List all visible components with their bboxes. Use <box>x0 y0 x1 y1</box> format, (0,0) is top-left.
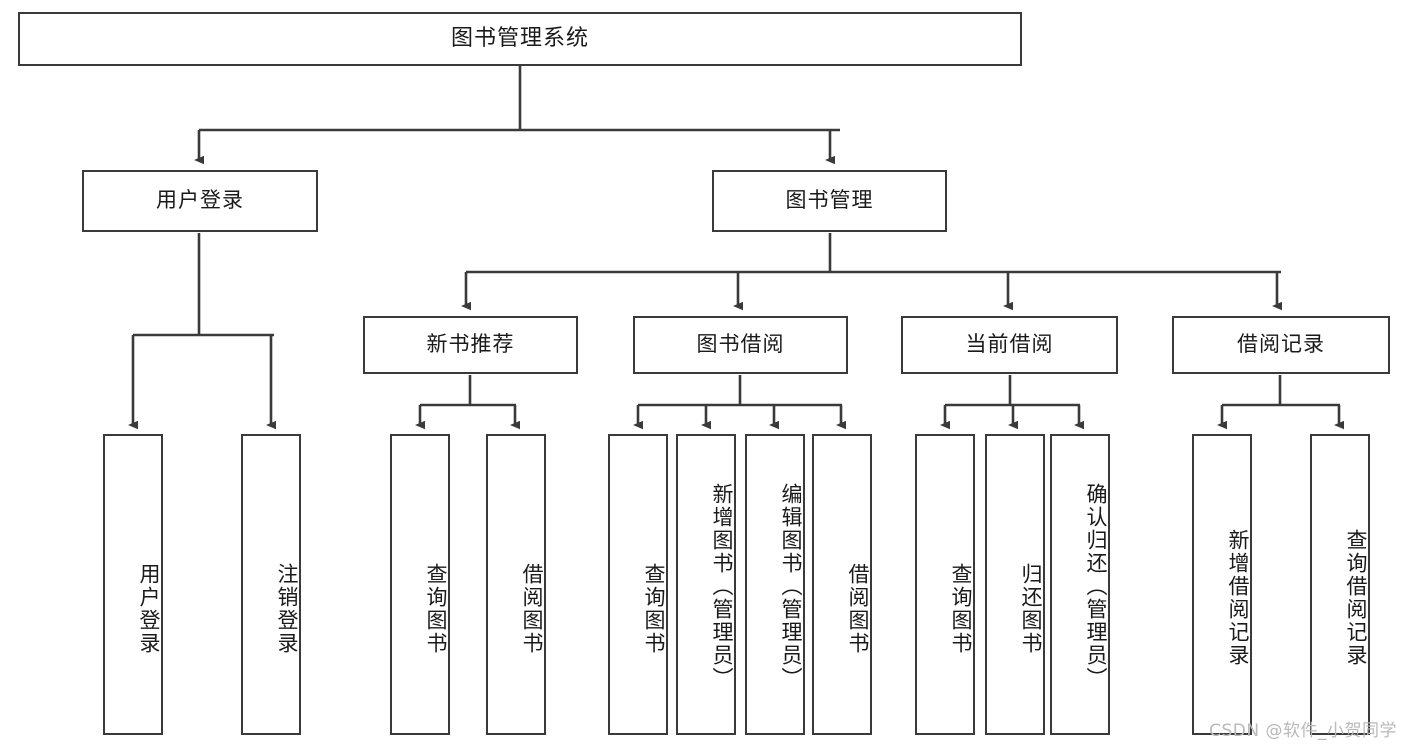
node-borrow-record[interactable]: 借阅记录 <box>1172 316 1390 374</box>
leaf-book-borrow-add-book-admin[interactable]: 新增图书（管理员） <box>676 434 736 735</box>
node-user-login[interactable]: 用户登录 <box>82 170 318 232</box>
node-book-borrow[interactable]: 图书借阅 <box>633 316 848 374</box>
leaf-new-book-query-books[interactable]: 查询图书 <box>390 434 450 735</box>
node-book-management[interactable]: 图书管理 <box>712 170 947 232</box>
node-new-book-recommendation[interactable]: 新书推荐 <box>363 316 578 374</box>
leaf-book-borrow-edit-book-admin[interactable]: 编辑图书（管理员） <box>745 434 805 735</box>
leaf-borrow-record-add-record[interactable]: 新增借阅记录 <box>1192 434 1252 735</box>
leaf-user-login-sign-in[interactable]: 用户登录 <box>103 434 163 735</box>
leaf-borrow-record-query-record[interactable]: 查询借阅记录 <box>1310 434 1370 735</box>
leaf-book-borrow-borrow-books[interactable]: 借阅图书 <box>812 434 872 735</box>
leaf-new-book-borrow-books[interactable]: 借阅图书 <box>486 434 546 735</box>
leaf-book-borrow-query-books[interactable]: 查询图书 <box>608 434 668 735</box>
leaf-user-login-sign-out[interactable]: 注销登录 <box>241 434 301 735</box>
node-current-borrow[interactable]: 当前借阅 <box>901 316 1118 374</box>
leaf-current-borrow-query-books[interactable]: 查询图书 <box>915 434 975 735</box>
node-root-book-management-system[interactable]: 图书管理系统 <box>18 12 1022 66</box>
leaf-current-borrow-confirm-return-admin[interactable]: 确认归还（管理员） <box>1050 434 1110 735</box>
leaf-current-borrow-return-books[interactable]: 归还图书 <box>985 434 1045 735</box>
